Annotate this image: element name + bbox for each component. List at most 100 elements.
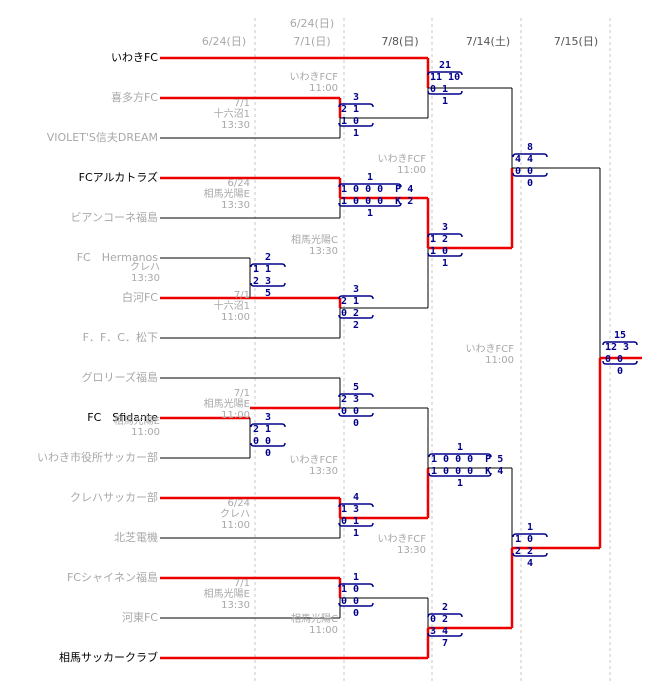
match-venue: 11:00 [221, 520, 250, 531]
team-name: 北芝電機 [114, 531, 158, 544]
score-bracket-top [512, 153, 548, 158]
match-score: 1 [352, 572, 360, 583]
team-name: いわきFC [110, 51, 158, 64]
score-bracket-top [338, 295, 374, 300]
match-score: 1 0 0 0 P 5 [431, 454, 504, 465]
match-score: 1 [441, 258, 449, 269]
team-name: VIOLET'S信夫DREAM [46, 131, 158, 144]
score-bracket-bottom [338, 122, 374, 127]
match-venue: クレハ [220, 509, 250, 520]
match-score: 0 [352, 418, 360, 429]
match-venue: 13:30 [221, 600, 250, 611]
match-venue: 相馬光陽E [203, 589, 250, 600]
score-bracket-top [338, 503, 374, 508]
match-score: 4 4 [515, 154, 534, 165]
team-name: いわき市役所サッカー部 [37, 451, 158, 464]
score-bracket-top [338, 393, 374, 398]
match-score: 2 1 [341, 104, 360, 115]
score-bracket-top [338, 183, 402, 188]
team-name: F．F．C．松下 [82, 331, 158, 344]
match-score: 1 0 0 0 K 4 [431, 466, 504, 477]
match-score: 1 [456, 478, 464, 489]
match-venue: 6/24 [227, 498, 250, 509]
score-bracket-bottom [602, 360, 638, 365]
team-name: 相馬サッカークラブ [59, 651, 158, 664]
match-score: 12 3 [605, 342, 630, 353]
match-venue: 6/24 [227, 178, 250, 189]
match-score: 0 0 [341, 596, 360, 607]
match-score: 2 3 [341, 394, 360, 405]
match-score: 1 0 [430, 246, 449, 257]
match-venue: 7/1 [233, 388, 250, 399]
match-score: 3 [352, 284, 360, 295]
match-venue: 11:00 [131, 427, 160, 438]
match-score: 1 0 [515, 534, 534, 545]
match-score: 3 [441, 222, 449, 233]
match-venue: 13:30 [131, 273, 160, 284]
score-bracket-bottom [427, 632, 463, 637]
match-score: 0 [526, 178, 534, 189]
match-venue: 7/1 [233, 578, 250, 589]
match-venue: 11:00 [309, 83, 338, 94]
match-score: 2 [352, 320, 360, 331]
match-venue: 13:30 [397, 545, 426, 556]
match-score: 0 2 [341, 308, 360, 319]
score-bracket-bottom [250, 282, 286, 287]
match-score: 1 3 [341, 504, 360, 515]
match-score: 7 [441, 638, 449, 649]
match-score: 1 [366, 208, 374, 219]
match-score: 0 [616, 366, 624, 377]
score-bracket-bottom [512, 552, 548, 557]
column-date-3: 7/8(日) [381, 35, 419, 48]
match-score: 0 2 [430, 614, 449, 625]
match-venue: 7/1 [233, 98, 250, 109]
team-name: FCシャイネン福島 [66, 571, 158, 584]
match-score: 1 [526, 522, 534, 533]
score-bracket-bottom [338, 202, 402, 207]
team-name: FCアルカトラズ [78, 171, 158, 184]
score-bracket-bottom [338, 602, 374, 607]
score-bracket-bottom [250, 442, 286, 447]
match-venue: 13:30 [309, 246, 338, 257]
match-score: 1 2 [430, 234, 449, 245]
match-score: 1 [456, 442, 464, 453]
score-bracket-top [427, 71, 463, 76]
match-score: 5 [352, 382, 360, 393]
team-name: FC Hermanos [76, 251, 158, 264]
match-score: 0 1 [341, 516, 360, 527]
match-venue: 11:00 [309, 625, 338, 636]
team-name: グロリーズ福島 [81, 371, 158, 384]
match-venue: 相馬光陽E [203, 399, 250, 410]
match-score: 2 1 [253, 424, 272, 435]
match-venue: いわきFCF [377, 154, 427, 165]
match-score: 5 [264, 288, 272, 299]
match-score: 2 3 [253, 276, 272, 287]
match-score: 0 0 [515, 166, 534, 177]
score-bracket-top [427, 233, 463, 238]
match-score: 15 [613, 330, 627, 341]
team-name: クレハサッカー部 [70, 491, 158, 504]
match-venue: 13:30 [309, 466, 338, 477]
column-date-1: 6/24(日) [289, 17, 335, 30]
match-venue: 相馬光陽E [113, 416, 160, 427]
match-score: 3 4 [430, 626, 449, 637]
score-bracket-bottom [427, 90, 463, 95]
match-score: 0 1 [430, 84, 449, 95]
score-bracket-bottom [512, 172, 548, 177]
match-score: 1 0 0 0 K 2 [341, 196, 414, 207]
match-score: 21 [438, 60, 452, 71]
team-name: 白河FC [121, 291, 158, 304]
column-date-4: 7/14(土) [465, 35, 511, 48]
match-venue: 相馬光陽C [291, 614, 338, 625]
match-score: 3 [264, 412, 272, 423]
match-score: 1 [366, 172, 374, 183]
team-name: FC Sfidante [87, 411, 158, 424]
score-bracket-top [427, 613, 463, 618]
match-score: 1 0 [341, 116, 360, 127]
match-venue: いわきFCF [289, 72, 339, 83]
match-venue: 7/1 [233, 290, 250, 301]
match-venue: 11:00 [397, 165, 426, 176]
match-score: 0 [352, 608, 360, 619]
match-venue: 11:00 [485, 355, 514, 366]
